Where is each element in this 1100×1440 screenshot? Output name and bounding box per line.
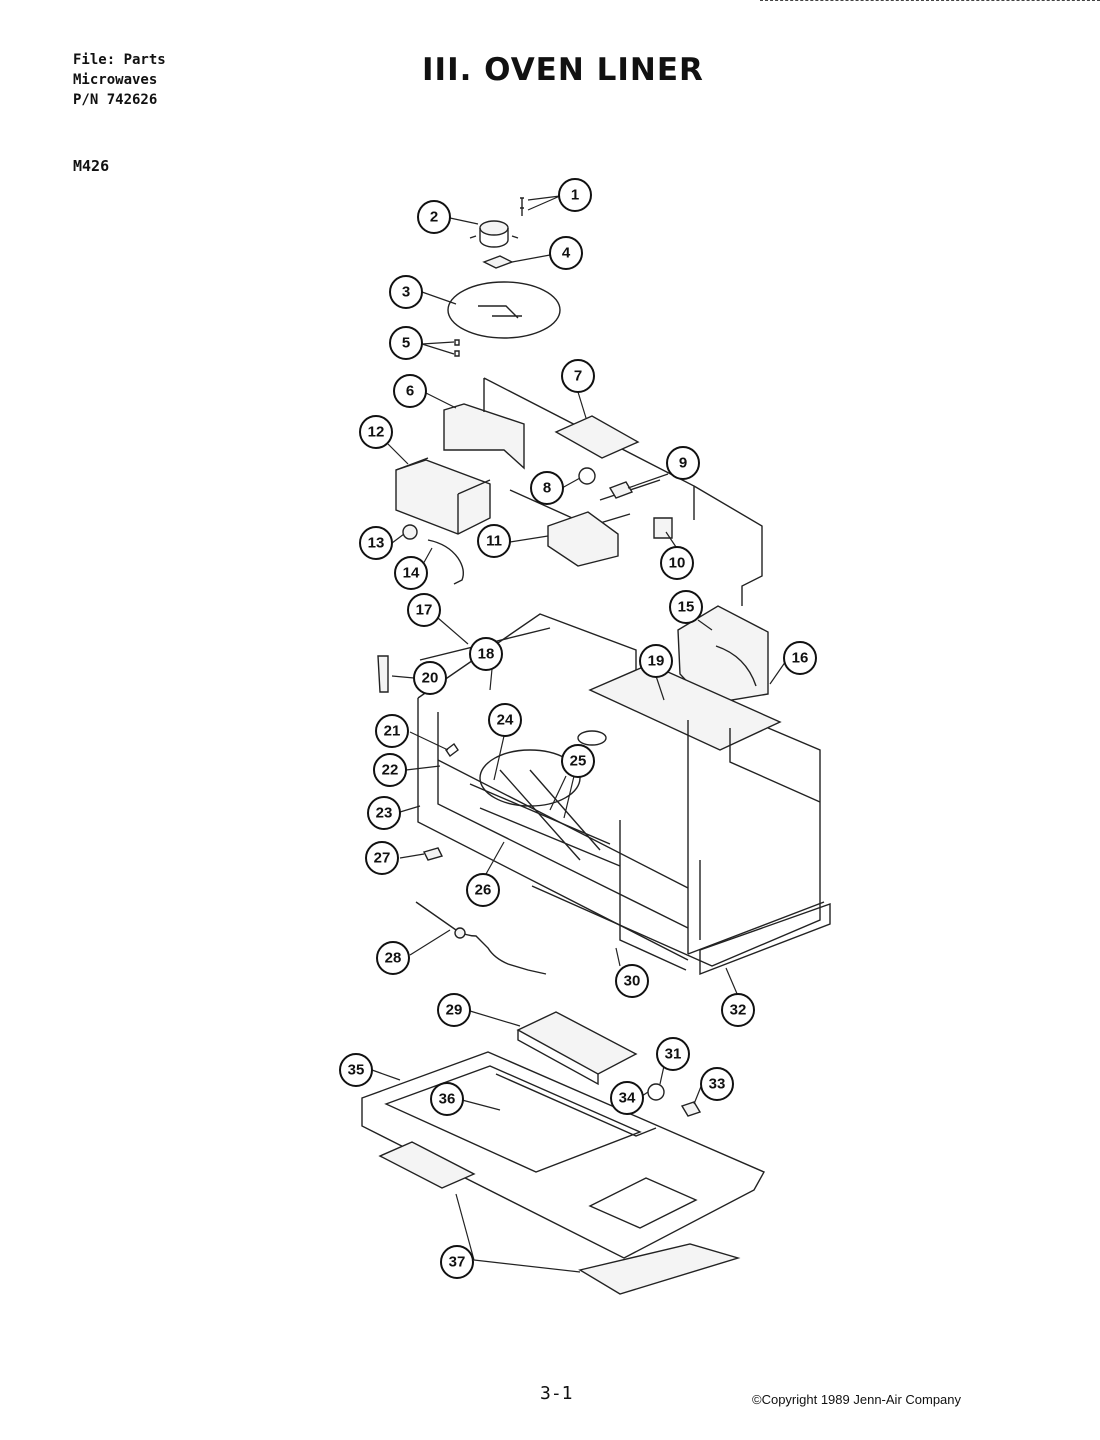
callout-label: 2 (430, 209, 438, 226)
callout-label: 25 (570, 753, 587, 770)
callout-label: 8 (543, 480, 551, 497)
file-line-2: Microwaves (73, 72, 158, 88)
callout-label: 37 (449, 1254, 466, 1271)
callout-35: 35 (339, 1053, 373, 1087)
callout-label: 32 (730, 1002, 747, 1019)
page-number: 3-1 (540, 1383, 573, 1404)
callout-18: 18 (469, 637, 503, 671)
callout-label: 4 (562, 245, 571, 262)
callout-3: 3 (389, 275, 423, 309)
callout-label: 33 (709, 1076, 726, 1093)
callout-19: 19 (639, 644, 673, 678)
callout-label: 36 (439, 1091, 456, 1108)
callout-14: 14 (394, 556, 428, 590)
callout-label: 35 (348, 1062, 365, 1079)
callout-5: 5 (389, 326, 423, 360)
file-info: File: Parts Microwaves P/N 742626 (73, 50, 166, 110)
callout-label: 3 (402, 284, 410, 301)
callout-7: 7 (561, 359, 595, 393)
callout-28: 28 (376, 941, 410, 975)
model-number: M426 (73, 157, 110, 175)
callout-label: 24 (497, 712, 514, 729)
callout-label: 12 (368, 424, 385, 441)
page-title: III. OVEN LINER (422, 52, 704, 88)
callout-label: 11 (486, 533, 502, 550)
callout-label: 10 (669, 555, 686, 572)
callout-37: 37 (440, 1245, 474, 1279)
callout-34: 34 (610, 1081, 644, 1115)
callout-label: 22 (382, 762, 399, 779)
callout-11: 11 (477, 524, 511, 558)
callout-8: 8 (530, 471, 564, 505)
leader-lines (371, 195, 789, 1273)
callout-12: 12 (359, 415, 393, 449)
callout-label: 21 (384, 723, 401, 740)
callout-label: 17 (416, 602, 433, 619)
callout-label: 1 (571, 187, 579, 204)
callout-label: 19 (648, 653, 665, 670)
callout-label: 20 (422, 670, 439, 687)
callout-9: 9 (666, 446, 700, 480)
callout-33: 33 (700, 1067, 734, 1101)
file-line-1: File: Parts (73, 52, 166, 68)
callout-label: 29 (446, 1002, 463, 1019)
callout-4: 4 (549, 236, 583, 270)
callout-29: 29 (437, 993, 471, 1027)
callout-label: 26 (475, 882, 492, 899)
callout-36: 36 (430, 1082, 464, 1116)
callout-16: 16 (783, 641, 817, 675)
callout-label: 7 (574, 368, 582, 385)
callout-27: 27 (365, 841, 399, 875)
callout-label: 6 (406, 383, 414, 400)
top-edge-line (760, 0, 1100, 3)
callout-label: 5 (402, 335, 410, 352)
callout-label: 16 (792, 650, 809, 667)
callout-22: 22 (373, 753, 407, 787)
callout-2: 2 (417, 200, 451, 234)
callout-label: 27 (374, 850, 391, 867)
callout-label: 13 (368, 535, 385, 552)
callout-label: 30 (624, 973, 641, 990)
callout-21: 21 (375, 714, 409, 748)
callout-24: 24 (488, 703, 522, 737)
callout-31: 31 (656, 1037, 690, 1071)
callout-15: 15 (669, 590, 703, 624)
callout-label: 31 (665, 1046, 682, 1063)
callout-label: 34 (619, 1090, 636, 1107)
callout-label: 18 (478, 646, 495, 663)
callout-label: 14 (403, 565, 420, 582)
callout-25: 25 (561, 744, 595, 778)
callout-30: 30 (615, 964, 649, 998)
callout-label: 15 (678, 599, 695, 616)
callout-6: 6 (393, 374, 427, 408)
copyright-notice: ©Copyright 1989 Jenn-Air Company (752, 1392, 962, 1407)
callout-label: 9 (679, 455, 687, 472)
file-line-3: P/N 742626 (73, 92, 158, 108)
callout-1: 1 (558, 178, 592, 212)
callout-32: 32 (721, 993, 755, 1027)
callout-13: 13 (359, 526, 393, 560)
callout-10: 10 (660, 546, 694, 580)
callout-20: 20 (413, 661, 447, 695)
callout-26: 26 (466, 873, 500, 907)
callout-label: 28 (385, 950, 402, 967)
callout-17: 17 (407, 593, 441, 627)
part-drawings (361, 197, 831, 1295)
callout-23: 23 (367, 796, 401, 830)
callout-label: 23 (376, 805, 393, 822)
